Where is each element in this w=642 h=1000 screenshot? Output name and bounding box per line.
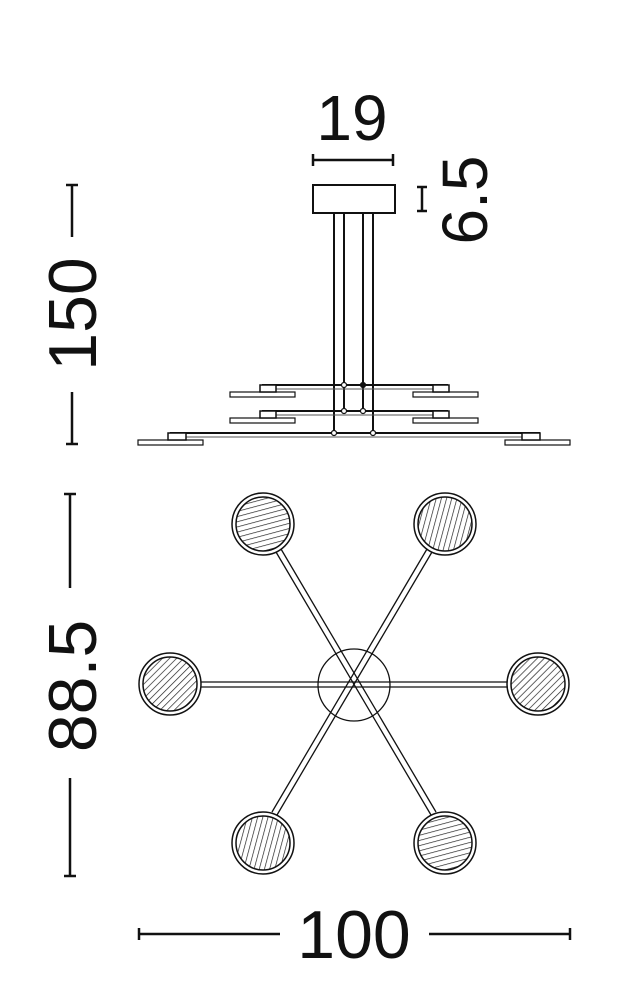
arms [200, 548, 508, 816]
canopy-width-label: 19 [316, 82, 387, 154]
light-head-bottom-left [231, 811, 295, 875]
canopy [312, 184, 396, 214]
total-height-dimension: 150 [35, 183, 111, 446]
depth-dimension: 88.5 [35, 492, 111, 878]
tier-middle [229, 407, 479, 424]
light-head-top-left [231, 492, 295, 556]
canopy-width-dimension: 19 [311, 82, 395, 166]
canopy-height-label: 6.5 [429, 156, 501, 245]
width-dimension: 100 [137, 897, 572, 973]
tier-lower [137, 429, 571, 446]
light-head-top-right [413, 492, 477, 556]
light-head-bottom-right [413, 811, 477, 875]
total-height-label: 150 [35, 257, 111, 370]
tier-upper [229, 381, 479, 398]
light-head-right [506, 652, 570, 716]
light-head-left [138, 652, 202, 716]
width-label: 100 [297, 897, 410, 973]
depth-label: 88.5 [35, 620, 111, 752]
central-hub [317, 648, 391, 722]
side-view: 19 6.5 [35, 82, 571, 446]
top-view: 88.5 100 [35, 492, 572, 973]
canopy-height-dimension: 6.5 [417, 156, 501, 245]
suspension-cables [333, 213, 374, 433]
